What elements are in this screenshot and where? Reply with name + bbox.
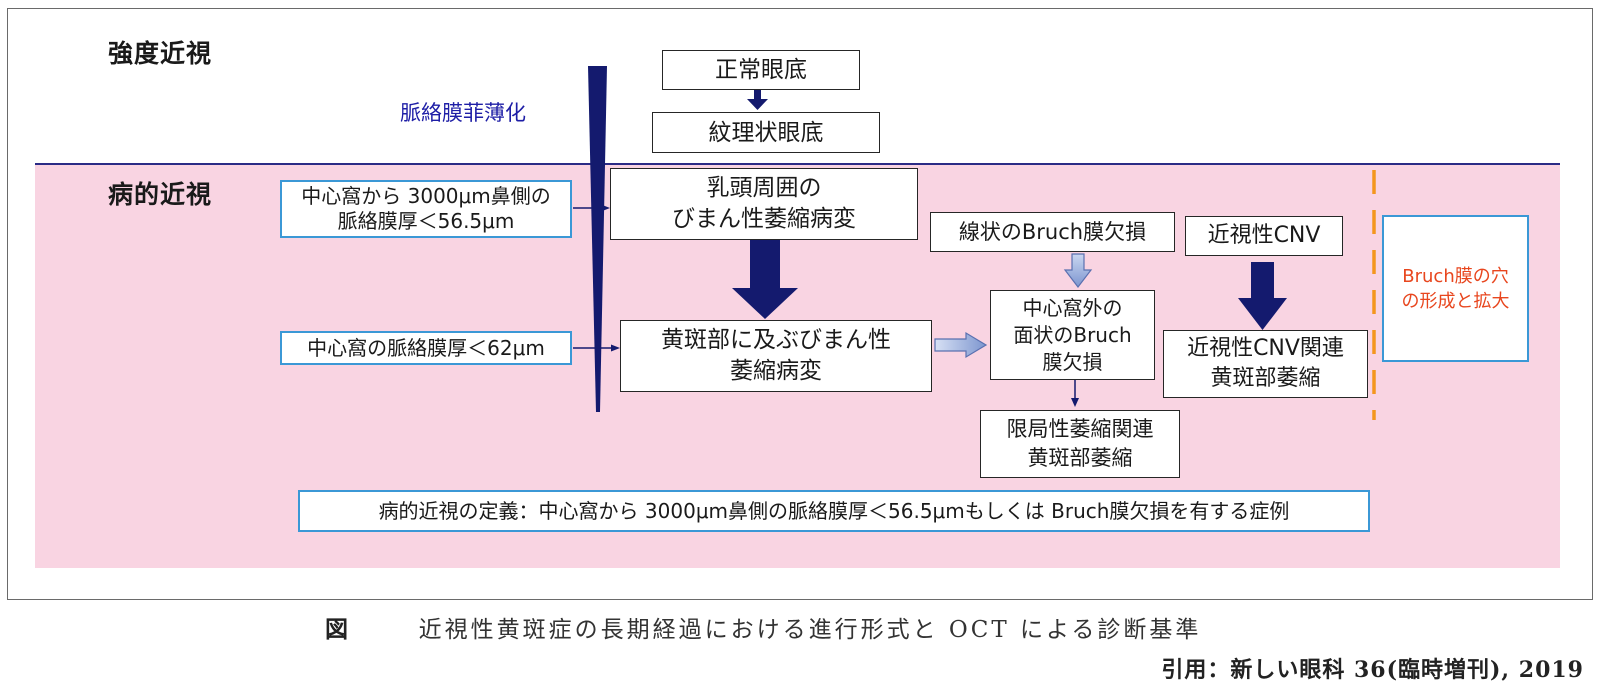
linear-bruch-defect-box: 線状のBruch膜欠損 <box>930 212 1175 252</box>
arrow-peripapillary-to-macular <box>732 240 798 319</box>
figure-caption: 図 近視性黄斑症の長期経過における進行形式と OCT による診断基準 <box>325 610 1201 644</box>
box-line: びまん性萎縮病変 <box>672 206 856 232</box>
box-line: 正常眼底 <box>715 57 807 83</box>
box-line: 乳頭周囲の <box>706 175 822 201</box>
citation: 引用：新しい眼科 36(臨時増刊), 2019 <box>1161 657 1584 683</box>
definition-text: 病的近視の定義：中心窩から 3000μm鼻側の脈絡膜厚＜56.5μmもしくは B… <box>378 499 1290 523</box>
box-line: 中心窩から 3000μm鼻側の <box>301 184 551 208</box>
subfoveal-choroid-criterion-box: 中心窩の脈絡膜厚＜62μm <box>280 331 572 365</box>
box-line: 面状のBruch <box>1013 322 1132 347</box>
box-line: 紋理状眼底 <box>708 119 824 146</box>
bruch-hole-note-box: Bruch膜の穴 の形成と拡大 <box>1382 215 1529 362</box>
peripapillary-diffuse-atrophy-box: 乳頭周囲の びまん性萎縮病変 <box>610 168 918 240</box>
box-line: 黄斑部萎縮 <box>1027 446 1133 470</box>
arrow-normal-to-tessellated <box>747 90 768 110</box>
cnv-related-atrophy-box: 近視性CNV関連 黄斑部萎縮 <box>1163 330 1368 398</box>
choroid-thinning-label: 脈絡膜菲薄化 <box>400 101 526 125</box>
arrow-linear-to-extrafoveal <box>1063 253 1093 288</box>
normal-fundus-box: 正常眼底 <box>662 50 860 90</box>
pathologic-myopia-definition-box: 病的近視の定義：中心窩から 3000μm鼻側の脈絡膜厚＜56.5μmもしくは B… <box>298 490 1370 532</box>
extrafoveal-patchy-bruch-defect-box: 中心窩外の 面状のBruch 膜欠損 <box>990 290 1155 380</box>
myopic-cnv-box: 近視性CNV <box>1185 216 1343 256</box>
figure-title: 近視性黄斑症の長期経過における進行形式と OCT による診断基準 <box>418 617 1202 643</box>
box-line: 膜欠損 <box>1042 349 1103 374</box>
pathologic-myopia-label: 病的近視 <box>108 180 213 209</box>
arrow-extrafoveal-to-patchy <box>1071 380 1079 407</box>
box-line: 中心窩外の <box>1022 295 1123 320</box>
section-divider <box>35 163 1560 165</box>
arrow-macular-to-extrafoveal <box>934 331 988 359</box>
box-line: 脈絡膜厚＜56.5μm <box>337 209 515 233</box>
box-line: 黄斑部に及ぶびまん性 <box>661 327 891 353</box>
macular-diffuse-atrophy-box: 黄斑部に及ぶびまん性 萎縮病変 <box>620 320 932 392</box>
patchy-atrophy-box: 限局性萎縮関連 黄斑部萎縮 <box>980 410 1180 478</box>
parafoveal-choroid-criterion-box: 中心窩から 3000μm鼻側の 脈絡膜厚＜56.5μm <box>280 180 572 238</box>
box-line: 線状のBruch膜欠損 <box>958 220 1147 244</box>
arrow-subfoveal-criterion <box>573 344 620 352</box>
box-line: 萎縮病変 <box>730 358 822 384</box>
arrow-parafoveal-criterion <box>573 204 610 212</box>
figure-frame <box>7 8 1593 600</box>
note-line: の形成と拡大 <box>1401 290 1510 312</box>
tessellated-fundus-box: 紋理状眼底 <box>652 112 880 153</box>
choroid-thinning-wedge <box>588 66 607 412</box>
arrow-cnv-to-cnv-atrophy <box>1238 262 1287 330</box>
box-line: 中心窩の脈絡膜厚＜62μm <box>307 336 545 360</box>
box-line: 近視性CNV関連 <box>1187 336 1344 361</box>
high-myopia-label: 強度近視 <box>108 39 213 68</box>
figure-label: 図 <box>325 616 348 643</box>
note-line: Bruch膜の穴 <box>1402 265 1509 287</box>
box-line: 近視性CNV <box>1207 223 1321 248</box>
box-line: 黄斑部萎縮 <box>1210 366 1321 391</box>
box-line: 限局性萎縮関連 <box>1006 417 1154 441</box>
